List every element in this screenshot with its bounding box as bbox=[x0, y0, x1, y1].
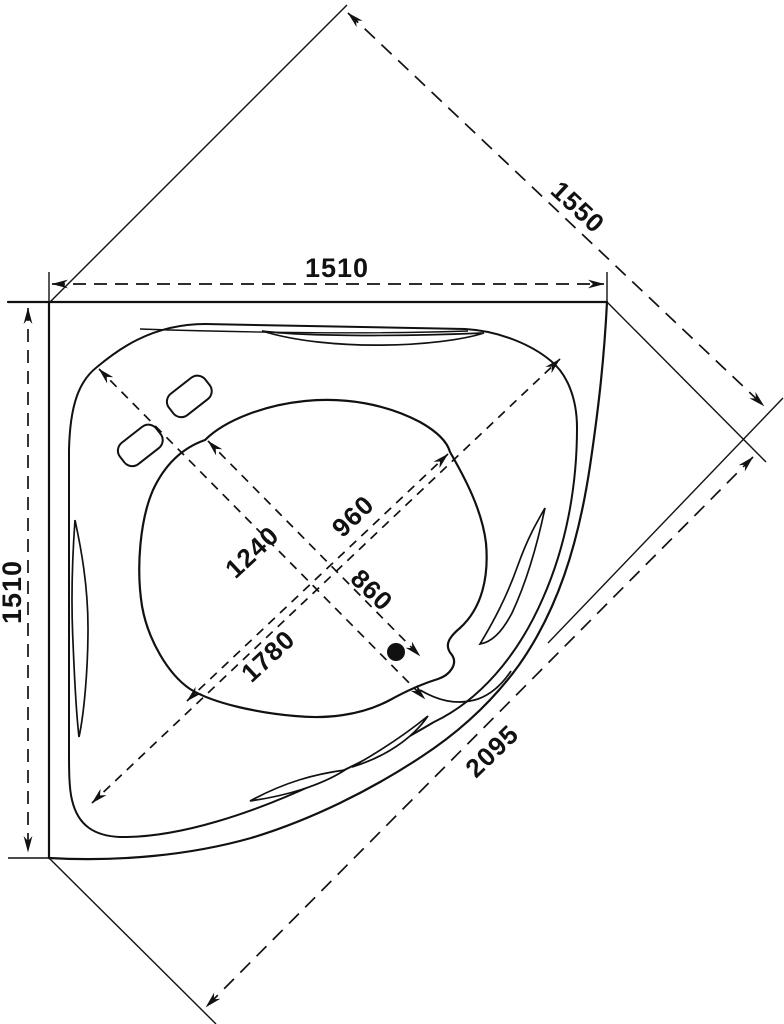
dimension-lines bbox=[23, 12, 765, 1008]
ext-corner-bottom-left bbox=[48, 857, 217, 1024]
basin-group bbox=[116, 374, 488, 719]
left-rim-sliver bbox=[71, 519, 89, 738]
dim-label-cross-b: 860 bbox=[345, 563, 399, 617]
dim-line-cross-a bbox=[207, 440, 421, 657]
headrest-left bbox=[116, 423, 164, 468]
right-rim-sliver bbox=[478, 507, 546, 646]
ext-apex-diagonal bbox=[49, 4, 348, 303]
dim-label-inner-rim-diagonal: 1780 bbox=[235, 624, 301, 688]
dim-line-corner-diagonal bbox=[347, 12, 765, 407]
ext-corner-top-right bbox=[606, 301, 767, 463]
dim-line-basin-diagonal bbox=[186, 453, 449, 702]
headrest-right bbox=[165, 374, 213, 419]
dim-label-top-width: 1510 bbox=[305, 253, 369, 283]
basin-contour bbox=[138, 398, 488, 719]
drain-dot bbox=[387, 643, 405, 661]
dim-label-basin-diagonal: 1240 bbox=[219, 520, 285, 584]
dim-label-cross-a: 960 bbox=[326, 489, 380, 543]
ext-front-tangent bbox=[547, 397, 784, 644]
dim-label-front-edge: 2095 bbox=[459, 719, 524, 784]
drain-ledge-curve bbox=[419, 670, 512, 703]
inner-rim-top-double-line bbox=[139, 328, 469, 334]
dim-label-corner-diagonal: 1550 bbox=[545, 175, 611, 239]
dim-label-left-height: 1510 bbox=[0, 560, 27, 624]
dim-line-front-edge bbox=[205, 456, 754, 1008]
bottom-rim-sliver-1 bbox=[249, 769, 346, 802]
